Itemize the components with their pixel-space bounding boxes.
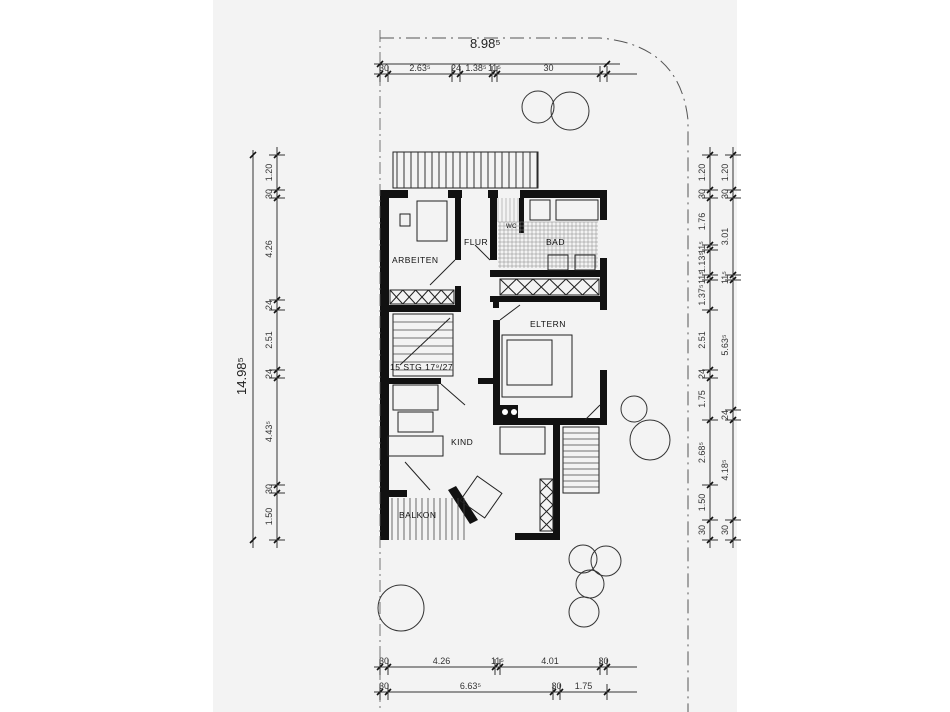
dimension-label: 1.50 bbox=[697, 494, 707, 512]
tree-icon bbox=[629, 419, 671, 461]
tree-icon bbox=[568, 596, 600, 628]
dimension-label: 30 bbox=[720, 189, 730, 199]
dim-left-overall: 14.98⁵ bbox=[234, 357, 249, 395]
room-label-arbeiten: ARBEITEN bbox=[392, 255, 439, 265]
dimension-label: 1.20 bbox=[720, 164, 730, 182]
room-label-bad: BAD bbox=[546, 237, 565, 247]
tree-icon bbox=[568, 544, 598, 574]
tree-icon bbox=[550, 91, 590, 131]
dimension-label: 11⁵ bbox=[697, 271, 707, 284]
trees bbox=[377, 90, 671, 632]
dimension-label: 1.75 bbox=[697, 390, 707, 408]
room-label-kind: KIND bbox=[451, 437, 473, 447]
dimension-label: 11⁵ bbox=[491, 656, 504, 666]
dimension-label: 4.18⁵ bbox=[720, 459, 730, 481]
staircase bbox=[392, 313, 454, 377]
dimension-label: 6.63⁵ bbox=[460, 681, 482, 691]
closets bbox=[389, 278, 600, 532]
dimension-label: 11⁵ bbox=[720, 271, 730, 284]
dimension-label: 30 bbox=[697, 525, 707, 535]
dimension-label: 24 bbox=[720, 410, 730, 420]
tree-icon bbox=[590, 545, 622, 577]
door-swings bbox=[404, 244, 601, 491]
dimension-label: 1.38⁵ bbox=[465, 63, 487, 73]
room-label-balkon: BALKON bbox=[399, 510, 437, 520]
terrace-top bbox=[392, 151, 539, 189]
furniture bbox=[387, 199, 599, 519]
dimension-label: 2.63⁵ bbox=[409, 63, 431, 73]
dimension-label: 30 bbox=[551, 681, 561, 691]
dimension-label: 30 bbox=[379, 681, 389, 691]
dimension-label: 24 bbox=[451, 63, 461, 73]
dimension-label: 1.50 bbox=[264, 508, 274, 526]
room-label-eltern: ELTERN bbox=[530, 319, 566, 329]
dimension-label: 1.37⁵ bbox=[697, 284, 707, 306]
dimension-label: 30 bbox=[379, 656, 389, 666]
dimension-label: 11⁵ bbox=[697, 241, 707, 254]
dimension-label: 30 bbox=[720, 525, 730, 535]
dimension-label: 11⁵ bbox=[488, 63, 501, 73]
bed bbox=[506, 339, 553, 386]
tree-icon bbox=[377, 584, 425, 632]
dimension-label: 5.63⁵ bbox=[720, 334, 730, 356]
dimension-label: 4.43⁵ bbox=[264, 421, 274, 443]
exterior-stairs bbox=[562, 426, 600, 494]
stair-label: 15 STG 17⁹/27 bbox=[390, 362, 453, 372]
walls bbox=[380, 190, 607, 540]
dimension-label: 30 bbox=[598, 656, 608, 666]
property-line bbox=[380, 37, 689, 712]
balcony-hatch bbox=[391, 498, 465, 540]
tree-icon bbox=[620, 395, 648, 423]
tree-icon bbox=[575, 569, 605, 599]
tree-icon bbox=[521, 90, 555, 124]
dimension-label: 30 bbox=[264, 484, 274, 494]
dimension-label: 24 bbox=[264, 369, 274, 379]
dimension-label: 3.01 bbox=[720, 228, 730, 246]
dimension-label: 1.20 bbox=[697, 164, 707, 182]
room-label-flur: FLUR bbox=[464, 237, 488, 247]
dimension-label: 1.20 bbox=[264, 164, 274, 182]
dimension-label: 1.76 bbox=[697, 213, 707, 231]
dimension-label: 30 bbox=[264, 189, 274, 199]
dim-top-overall: 8.98⁵ bbox=[470, 36, 501, 51]
dimension-label: 2.68⁵ bbox=[697, 442, 707, 464]
dimension-label: 24 bbox=[697, 369, 707, 379]
dimension-label: 4.26 bbox=[433, 656, 451, 666]
dimension-label: 30 bbox=[697, 189, 707, 199]
dimension-label: 1.13⁵ bbox=[697, 252, 707, 274]
paper-sheet bbox=[213, 0, 737, 712]
room-label-wc: WC bbox=[506, 224, 517, 230]
dimension-label: 24 bbox=[264, 300, 274, 310]
dimension-label: 30 bbox=[543, 63, 553, 73]
dimension-label: 4.26 bbox=[264, 240, 274, 258]
dimension-label: 1.75 bbox=[575, 681, 593, 691]
dimension-label: 4.01 bbox=[541, 656, 559, 666]
desk bbox=[416, 200, 448, 242]
dimension-label: 2.51 bbox=[264, 331, 274, 349]
dimension-label: 2.51 bbox=[697, 331, 707, 349]
room-labels: ARBEITEN FLUR WC BAD ELTERN 15 STG 17⁹/2… bbox=[390, 224, 566, 520]
dimension-label: 30 bbox=[379, 63, 389, 73]
